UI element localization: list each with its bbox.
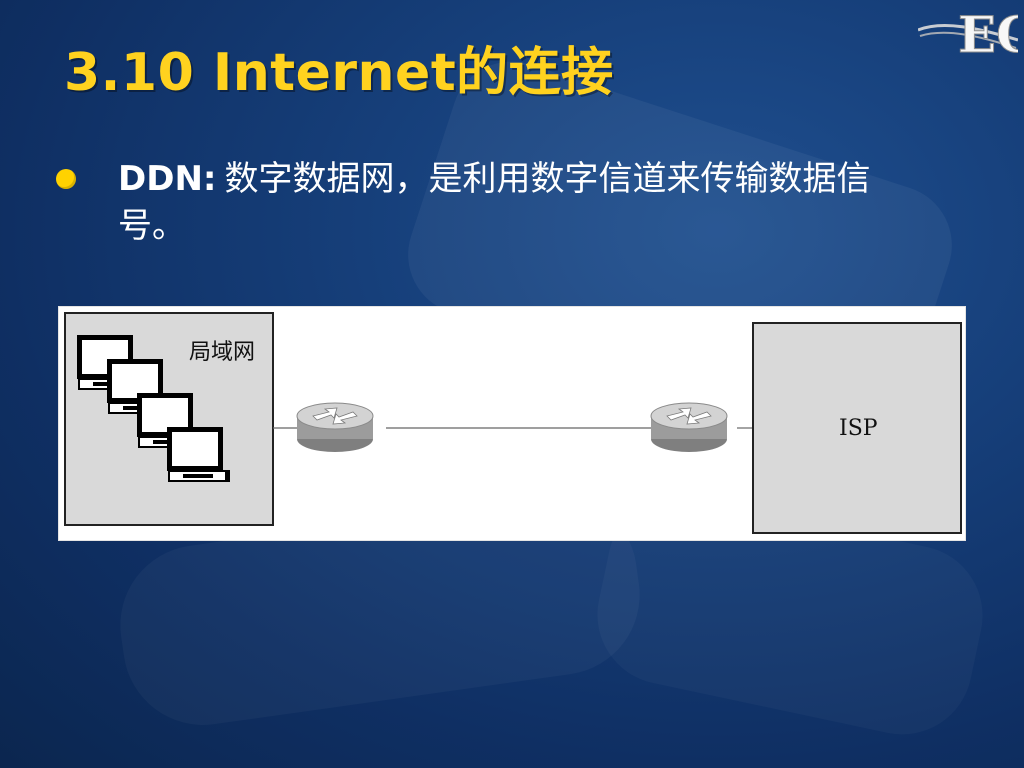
computer-icon [166,426,230,482]
router-icon [296,402,374,453]
isp-box: ISP [752,322,962,534]
bullet-dot [56,169,76,189]
bullet-item: DDN:数字数据网，是利用数字信道来传输数据信号。 [56,156,926,250]
network-diagram: 局域网 ISP [58,306,966,541]
bullet-description: 数字数据网，是利用数字信道来传输数据信号。 [118,159,871,246]
ec-logo: EC [918,5,1018,62]
router-icon [650,402,728,453]
bullet-term: DDN: [118,159,217,199]
logo-text: EC [958,5,1018,62]
slide-title: 3.10 Internet的连接 [64,43,614,103]
bullet-text: DDN:数字数据网，是利用数字信道来传输数据信号。 [118,156,926,250]
lan-label: 局域网 [189,340,255,365]
logo-mark [918,24,1018,49]
isp-label: ISP [839,416,878,441]
network-diagram-svg: 局域网 ISP [64,312,962,534]
